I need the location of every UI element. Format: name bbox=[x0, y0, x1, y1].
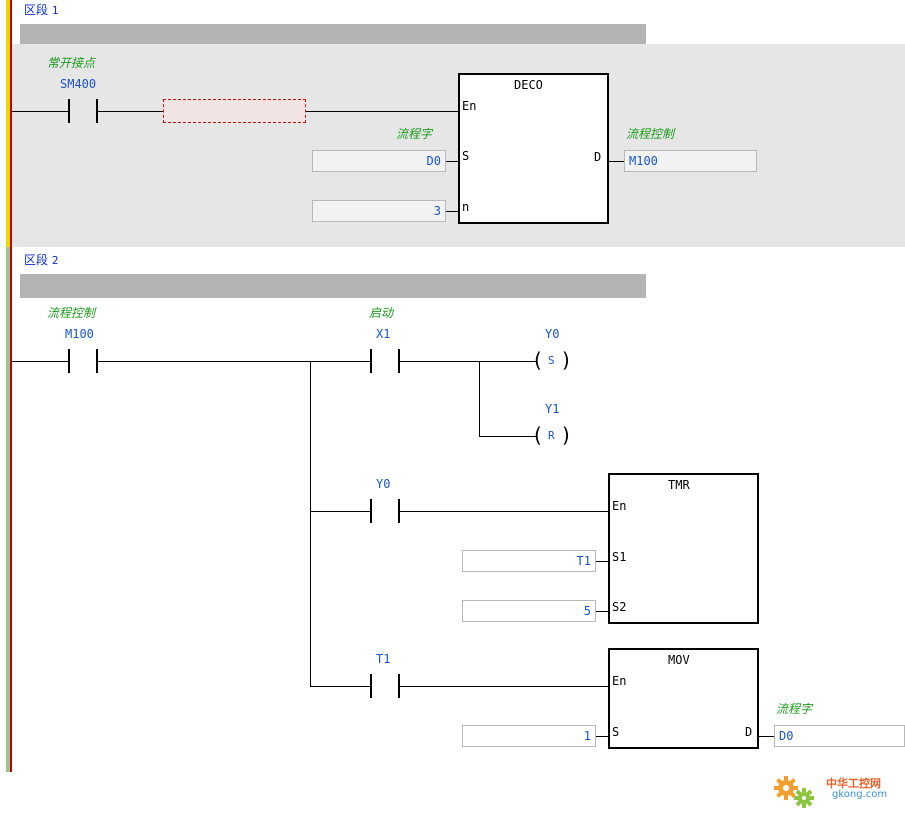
left-rail-inactive bbox=[6, 247, 10, 772]
rung-1-wire-b bbox=[306, 111, 459, 112]
branch-main-vertical bbox=[310, 361, 311, 686]
selected-cell-cursor[interactable] bbox=[163, 99, 306, 123]
mov-d-lead bbox=[759, 736, 774, 737]
deco-n-lead bbox=[446, 211, 459, 212]
mov-s-operand[interactable]: 1 bbox=[462, 725, 596, 747]
y1-coil-type: R bbox=[548, 429, 555, 442]
sm400-contact-left[interactable] bbox=[68, 99, 70, 123]
gkong-watermark: 中华工控网 gkong.com bbox=[770, 768, 900, 814]
deco-pin-d: D bbox=[594, 150, 602, 164]
tmr-branch-wire-a bbox=[310, 511, 370, 512]
m100-contact-right[interactable] bbox=[96, 349, 98, 373]
y0-coil-right[interactable]: ) bbox=[562, 348, 570, 372]
deco-pin-en: En bbox=[462, 99, 477, 113]
y1-branch-wire bbox=[479, 436, 536, 437]
branch-coil-vertical bbox=[479, 361, 480, 437]
tmr-branch-wire-b bbox=[400, 511, 609, 512]
x1-device: X1 bbox=[376, 327, 391, 341]
rung-2-wire-a bbox=[98, 361, 370, 362]
m100-comment: 流程控制 bbox=[47, 306, 96, 320]
tmr-pin-s1: S1 bbox=[612, 550, 627, 564]
y0-contact-device: Y0 bbox=[376, 477, 391, 491]
mov-name: MOV bbox=[668, 653, 690, 667]
rung-1-wire-left bbox=[12, 111, 68, 112]
rung-1-wire-a bbox=[98, 111, 163, 112]
watermark-en: gkong.com bbox=[832, 789, 888, 800]
mov-pin-s: S bbox=[612, 725, 620, 739]
sm400-device: SM400 bbox=[60, 77, 97, 91]
mov-pin-d: D bbox=[745, 725, 753, 739]
mov-branch-wire-a bbox=[310, 686, 370, 687]
mov-d-comment: 流程字 bbox=[776, 702, 813, 716]
y0-contact-left[interactable] bbox=[370, 499, 372, 523]
rung-2-wire-b bbox=[400, 361, 536, 362]
gear-icon bbox=[774, 776, 814, 808]
t1-contact-device: T1 bbox=[376, 652, 391, 666]
deco-pin-n: n bbox=[462, 200, 470, 214]
y0-coil-left[interactable]: ( bbox=[534, 348, 542, 372]
x1-comment: 启动 bbox=[369, 306, 394, 320]
left-rail-edge bbox=[10, 0, 12, 772]
watermark-cn: 中华工控网 bbox=[826, 777, 881, 790]
mov-d-operand[interactable]: D0 bbox=[774, 725, 905, 747]
deco-d-operand[interactable]: M100 bbox=[624, 150, 757, 172]
y0-contact-right[interactable] bbox=[398, 499, 400, 523]
y1-coil-left[interactable]: ( bbox=[534, 423, 542, 447]
deco-instruction-box[interactable] bbox=[458, 73, 609, 224]
deco-d-lead bbox=[609, 161, 624, 162]
y1-coil-device: Y1 bbox=[545, 402, 560, 416]
deco-s-operand[interactable]: D0 bbox=[312, 150, 446, 172]
tmr-s2-operand[interactable]: 5 bbox=[462, 600, 596, 622]
y0-coil-device: Y0 bbox=[545, 327, 560, 341]
deco-pin-s: S bbox=[462, 149, 470, 163]
tmr-name: TMR bbox=[668, 478, 690, 492]
mov-instruction-box[interactable] bbox=[608, 648, 759, 749]
mov-pin-en: En bbox=[612, 674, 627, 688]
tmr-s1-lead bbox=[596, 561, 609, 562]
tmr-instruction-box[interactable] bbox=[608, 473, 759, 624]
tmr-s1-operand[interactable]: T1 bbox=[462, 550, 596, 572]
m100-contact-left[interactable] bbox=[68, 349, 70, 373]
mov-s-lead bbox=[596, 736, 609, 737]
tmr-pin-en: En bbox=[612, 499, 627, 513]
segment-2-label[interactable]: 区段 2 bbox=[24, 253, 59, 267]
deco-n-operand[interactable]: 3 bbox=[312, 200, 446, 222]
deco-name: DECO bbox=[514, 78, 543, 92]
segment-2-comment-bar[interactable] bbox=[20, 274, 646, 298]
deco-d-comment: 流程控制 bbox=[626, 127, 675, 141]
y0-coil-type: S bbox=[548, 354, 555, 367]
rung-2-wire-left bbox=[12, 361, 68, 362]
mov-branch-wire-b bbox=[400, 686, 609, 687]
left-rail-active bbox=[6, 0, 10, 247]
tmr-pin-s2: S2 bbox=[612, 600, 627, 614]
x1-contact-right[interactable] bbox=[398, 349, 400, 373]
sm400-contact-right[interactable] bbox=[96, 99, 98, 123]
x1-contact-left[interactable] bbox=[370, 349, 372, 373]
tmr-s2-lead bbox=[596, 611, 609, 612]
t1-contact-right[interactable] bbox=[398, 674, 400, 698]
deco-s-comment: 流程字 bbox=[396, 127, 433, 141]
sm400-comment: 常开接点 bbox=[47, 56, 96, 70]
m100-device: M100 bbox=[65, 327, 94, 341]
y1-coil-right[interactable]: ) bbox=[562, 423, 570, 447]
deco-s-lead bbox=[446, 161, 459, 162]
segment-1-label[interactable]: 区段 1 bbox=[24, 3, 59, 17]
t1-contact-left[interactable] bbox=[370, 674, 372, 698]
